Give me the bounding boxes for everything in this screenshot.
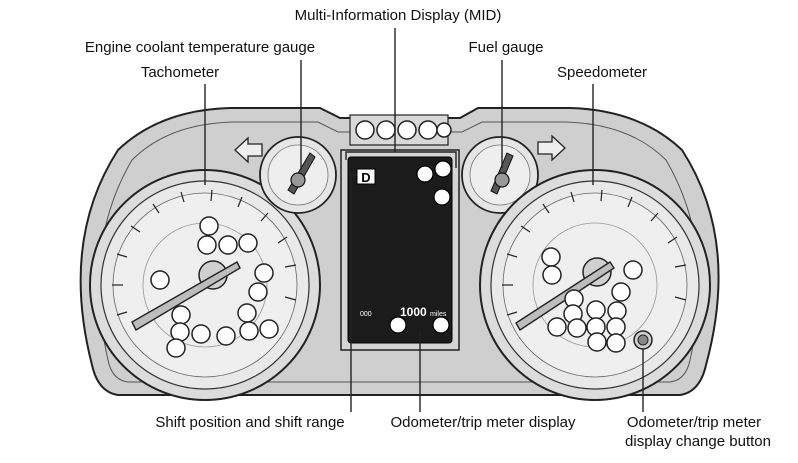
label-odometer-display: Odometer/trip meter display [390,414,576,431]
trip-readout: 000 [360,311,372,318]
label-shift: Shift position and shift range [155,414,344,431]
indicator-light [397,120,417,140]
tachometer-needle [131,261,241,331]
leader-line-mid-bracket [345,151,457,168]
multi-information-display: D 000 1000 miles [340,149,460,351]
mid-callout [416,165,434,183]
odometer-readout: 1000 [400,305,427,319]
label-odometer-button-line1: Odometer/trip meter [627,414,761,431]
label-mid: Multi-Information Display (MID) [295,7,502,24]
mid-callout [389,316,407,334]
mid-callout [432,316,450,334]
tachometer-callouts [150,216,279,358]
odometer-unit: miles [430,311,447,318]
mid-callout [434,160,452,178]
indicator-light [355,120,375,140]
left-turn-arrow-icon [234,136,263,164]
label-speedometer: Speedometer [557,64,647,81]
label-odometer-button-line2: display change button [625,433,771,450]
indicator-light [418,120,438,140]
shift-indicator-letter: D [361,170,370,185]
leader-line-shift [350,174,357,412]
leader-lines [204,28,644,412]
warning-light-strip [349,114,452,146]
shift-indicator-box [356,168,376,185]
indicator-light [376,120,396,140]
odometer-change-button[interactable] [633,330,653,350]
indicator-light [436,122,452,138]
tachometer-gauge [89,169,321,401]
coolant-temperature-gauge [259,136,337,214]
speedometer-gauge [479,169,711,401]
speedometer-callouts [541,247,643,353]
label-tachometer: Tachometer [141,64,219,81]
mid-callout [433,188,451,206]
fuel-gauge [461,136,539,214]
label-coolant: Engine coolant temperature gauge [85,39,315,56]
right-turn-arrow-icon [537,134,566,162]
label-fuel: Fuel gauge [468,39,543,56]
